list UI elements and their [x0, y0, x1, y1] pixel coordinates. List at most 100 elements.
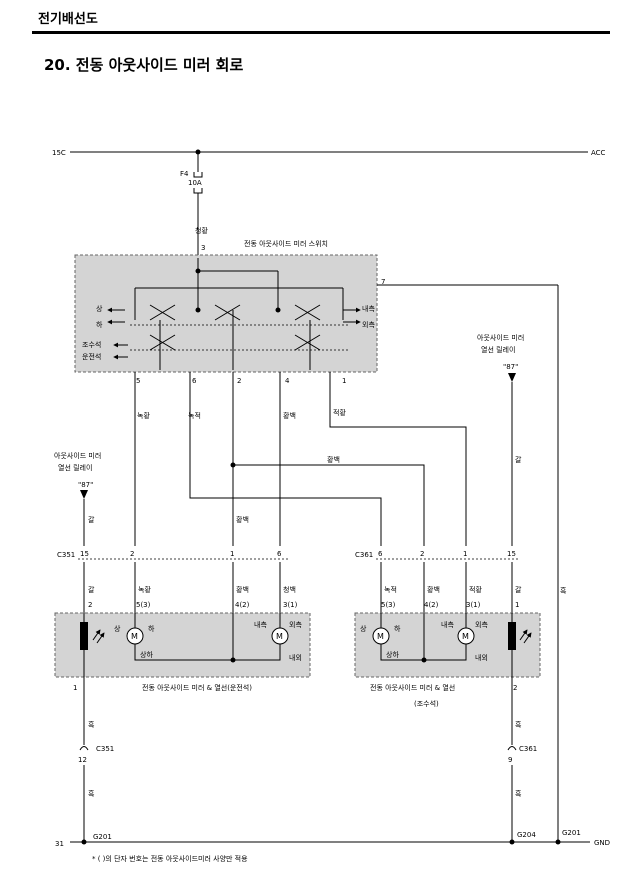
- wire-right-relay-label: 갈: [515, 456, 522, 464]
- passenger-inout-label: 내외: [475, 653, 488, 662]
- switch-harness: 녹황 녹적 황백 황백 황백 적황 흑: [134, 285, 567, 842]
- c351-pin-2: 2: [130, 550, 134, 558]
- header-rule: [32, 31, 610, 34]
- switch-pin-6: 6: [192, 377, 197, 385]
- switch-input-wire: 청황: [195, 226, 208, 235]
- c361-name: C361: [355, 551, 373, 559]
- relay-left-line1: 아웃사이드 미러: [54, 451, 101, 460]
- passenger-down-label: 하: [394, 624, 401, 633]
- ground-right-connector: C361: [519, 745, 537, 753]
- passenger-up-label: 상: [360, 624, 367, 633]
- c361-mirror-pin-1: 5(3): [381, 601, 396, 609]
- c351-name: C351: [57, 551, 75, 559]
- mirror-passenger-caption-2: (조수석): [414, 699, 439, 708]
- c361-pin-6: 6: [378, 550, 383, 558]
- driver-in-label: 내측: [254, 620, 267, 629]
- switch-pin-1: 1: [342, 377, 346, 385]
- wire-pin7-label: 흑: [560, 586, 567, 595]
- rail-acc-label: ACC: [591, 149, 606, 157]
- rail-15c-label: 15C: [52, 149, 66, 157]
- wire-mid-label-2: 황백: [236, 515, 249, 524]
- fuse-name: F4: [180, 170, 189, 178]
- motor-io-left-label: M: [276, 632, 283, 641]
- relay-left-line2: 열선 릴레이: [58, 463, 92, 472]
- power-rail: 15C ACC: [52, 149, 606, 157]
- ground-right-point-2: G201: [562, 829, 581, 837]
- c351-mirror-pin-4: 3(1): [283, 601, 298, 609]
- passenger-ground-pin: 2: [513, 684, 517, 692]
- mirror-driver-caption: 전동 아웃사이드 미러 & 열선(운전석): [142, 683, 252, 692]
- wire-sw1-label: 적황: [333, 408, 346, 417]
- ground-left-point: G201: [93, 833, 112, 841]
- page-title: 20. 전동 아웃사이드 미러 회로: [44, 56, 244, 74]
- mirror-switch: 전동 아웃사이드 미러 스위치 상 하 내측 외측 조수석 운전석 7 5: [74, 239, 558, 385]
- ground-right-point: G204: [517, 831, 536, 839]
- passenger-updown-label: 상하: [386, 650, 399, 659]
- c351-mirror-pin-3: 4(2): [235, 601, 250, 609]
- c361-mirror-pin-3: 3(1): [466, 601, 481, 609]
- rail-gnd-label: GND: [594, 839, 610, 847]
- c361-wire-4: 갈: [515, 586, 522, 594]
- c351-mirror-pin-1: 2: [88, 601, 92, 609]
- relay-left: 아웃사이드 미러 열선 릴레이 "87" 갈: [54, 451, 101, 546]
- switch-label-in: 내측: [362, 304, 375, 313]
- switch-label-down: 하: [96, 320, 103, 329]
- c361-wire-2: 황백: [427, 585, 440, 594]
- wire-sw6-label: 녹적: [188, 411, 201, 420]
- c351-pin-6: 6: [277, 550, 282, 558]
- relay-right-line2: 열선 릴레이: [481, 345, 515, 354]
- c361-mirror-pin-2: 4(2): [424, 601, 439, 609]
- relay-left-pin: "87": [78, 481, 93, 489]
- switch-title: 전동 아웃사이드 미러 스위치: [244, 239, 328, 248]
- ground-left-connector: C351: [96, 745, 114, 753]
- mirror-passenger: M 상 하 상하 M 내측 외측 내외 2 전동 아웃사이드 미러 & 열선 (…: [354, 612, 541, 708]
- switch-pin-4: 4: [285, 377, 290, 385]
- switch-label-out: 외측: [362, 320, 375, 329]
- passenger-out-label: 외측: [475, 620, 488, 629]
- wire-sw5-label: 녹황: [137, 411, 150, 420]
- driver-inout-label: 내외: [289, 653, 302, 662]
- relay-right-line1: 아웃사이드 미러: [477, 333, 524, 342]
- ground-left: 흑 C351 12 흑 31 G201: [55, 677, 114, 848]
- c361-mirror-pin-4: 1: [515, 601, 519, 609]
- ground-left-num: 31: [55, 840, 64, 848]
- wire-left-relay-label: 갈: [88, 516, 95, 524]
- wire-mid-label: 황백: [327, 455, 340, 464]
- c361-pin-2: 2: [420, 550, 424, 558]
- c361-wire-1: 녹적: [384, 585, 397, 594]
- relay-right: 아웃사이드 미러 열선 릴레이 "87" 갈: [477, 333, 524, 546]
- connector-c361: C361 6 2 1 15 녹적 황백 적황 갈 5(3) 4(2) 3(1) …: [355, 550, 522, 613]
- driver-out-label: 외측: [289, 620, 302, 629]
- ground-right: 흑 C361 9 흑 G204 G201: [507, 677, 581, 845]
- motor-io-right-label: M: [462, 632, 469, 641]
- motor-ud-left-label: M: [131, 632, 138, 641]
- c351-wire-2: 녹황: [138, 585, 151, 594]
- c351-mirror-pin-2: 5(3): [136, 601, 151, 609]
- switch-pin-2: 2: [237, 377, 241, 385]
- switch-label-passenger: 조수석: [82, 340, 101, 349]
- ground-right-wire: 흑: [515, 720, 522, 729]
- ground-left-wire-2: 흑: [88, 789, 95, 798]
- heater-element-left: [80, 622, 88, 650]
- c351-pin-15: 15: [80, 550, 89, 558]
- c361-pin-15: 15: [507, 550, 516, 558]
- mirror-driver-housing: [54, 612, 311, 678]
- switch-label-up: 상: [96, 304, 103, 313]
- fuse-rating: 10A: [188, 179, 202, 187]
- mirror-passenger-caption-1: 전동 아웃사이드 미러 & 열선: [370, 683, 455, 692]
- footnote: * ( )의 단자 번호는 전동 아웃사이드미러 사양만 적용: [92, 854, 248, 863]
- mirror-driver: M 상 하 상하 M 내측 외측 내외 1 전동 아웃사이드 미러 & 열선(운…: [54, 612, 311, 692]
- ground-right-pin: 9: [508, 756, 512, 764]
- ground-right-wire-2: 흑: [515, 789, 522, 798]
- c351-pin-1: 1: [230, 550, 234, 558]
- c351-wire-1: 갈: [88, 586, 95, 594]
- switch-pin-7: 7: [381, 278, 385, 286]
- heater-element-right: [508, 622, 516, 650]
- ground-left-pin: 12: [78, 756, 87, 764]
- c361-wire-3: 적황: [469, 585, 482, 594]
- driver-up-label: 상: [114, 624, 121, 633]
- ground-rail: GND: [70, 839, 610, 847]
- motor-ud-right-label: M: [377, 632, 384, 641]
- driver-updown-label: 상하: [140, 650, 153, 659]
